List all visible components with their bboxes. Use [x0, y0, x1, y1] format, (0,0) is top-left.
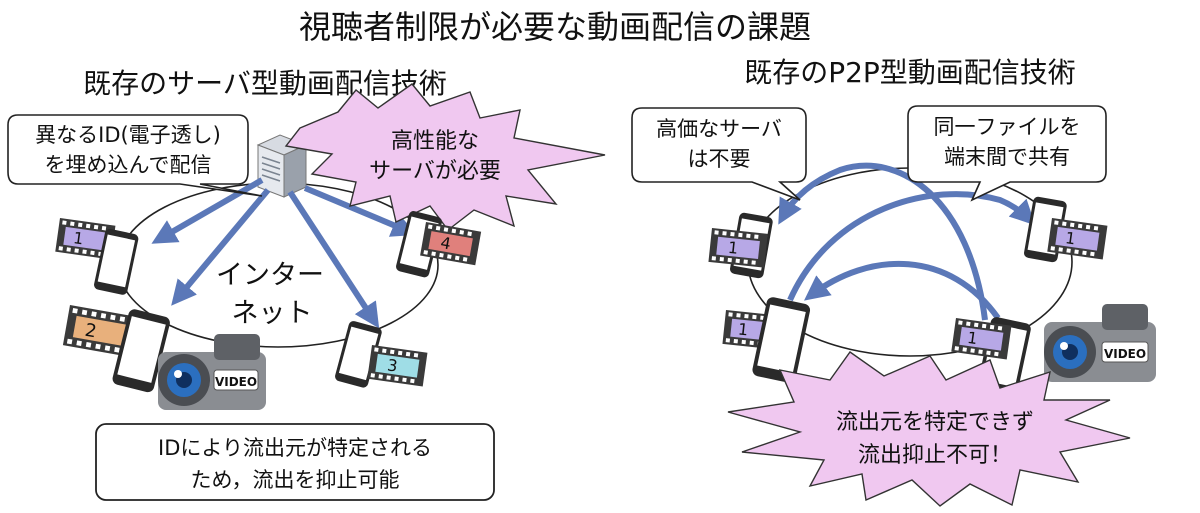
p2p-device-d: 1: [951, 316, 1032, 398]
callout-no-server-line1: 高価なサーバ: [656, 117, 782, 141]
p2p-video-camera-icon: VIDEO: [1044, 304, 1156, 382]
p2p-frame-number-c: 1: [737, 319, 749, 339]
server-arrows: [151, 177, 417, 329]
camera-label: VIDEO: [215, 375, 257, 389]
p2p-frame-number-d: 1: [966, 328, 979, 348]
frame-number-2: 2: [83, 320, 98, 343]
page-title: 視聴者制限が必要な動画配信の課題: [299, 8, 811, 46]
internet-label-line2: ネット: [232, 298, 313, 329]
p2p-frame-d: [959, 326, 1004, 351]
device-phone-2: 2: [62, 305, 172, 394]
burst-leak-line2: 流出抑止不可！: [858, 443, 1012, 468]
callout-watermark-line1: 異なるID(電子透し): [35, 123, 221, 147]
device-phone-1: 1: [55, 218, 140, 296]
callout-no-server: 高価なサーバ は不要: [631, 107, 807, 201]
callout-share-file: 同一ファイルを 端末間で共有: [907, 105, 1107, 202]
film-frame-4: [428, 231, 473, 257]
frame-number-4: 4: [439, 233, 452, 253]
p2p-frame-number-b: 1: [1064, 228, 1077, 248]
p2p-device-c: 1: [722, 296, 812, 385]
right-heading: 既存のP2P型動画配信技術: [744, 56, 1076, 89]
burst-server-required: 高性能な サーバが必要: [284, 83, 606, 231]
callout-watermark: 異なるID(電子透し) を埋め込んで配信: [7, 114, 263, 197]
leak-traceable-line2: ため，流出を抑止可能: [191, 468, 400, 492]
leak-traceable-line1: IDにより流出元が特定される: [158, 436, 432, 460]
frame-number-3: 3: [386, 355, 399, 375]
burst-server-line1: 高性能な: [391, 129, 479, 154]
video-camera-icon: VIDEO: [158, 334, 266, 410]
callout-watermark-line2: を埋め込んで配信: [45, 153, 212, 177]
frame-number-1: 1: [72, 228, 85, 248]
device-phone-4: 4: [395, 210, 482, 279]
burst-leak-untraceable: 流出元を特定できず 流出抑止不可！: [727, 351, 1131, 507]
burst-leak-line1: 流出元を特定できず: [836, 410, 1034, 435]
p2p-camera-label: VIDEO: [1104, 347, 1146, 361]
device-phone-3: 3: [333, 320, 428, 389]
server-icon: [256, 134, 308, 198]
film-frame-1: [63, 226, 108, 251]
p2p-frame-a: [716, 236, 760, 259]
p2p-arrows: [778, 162, 1036, 321]
leak-traceable-box: IDにより流出元が特定される ため，流出を抑止可能: [95, 423, 495, 501]
callout-share-line2: 端末間で共有: [944, 145, 1070, 169]
p2p-device-b: 1: [1023, 196, 1108, 263]
p2p-device-a: 1: [708, 212, 774, 279]
film-frame-2: [72, 315, 127, 346]
p2p-frame-b: [1055, 226, 1100, 251]
internet-label-line1: インター: [216, 260, 324, 291]
callout-no-server-line2: は不要: [688, 147, 751, 171]
film-frame-3: [375, 353, 420, 378]
burst-server-line2: サーバが必要: [369, 159, 501, 184]
left-heading: 既存のサーバ型動画配信技術: [83, 67, 447, 100]
p2p-frame-number-a: 1: [727, 238, 739, 258]
callout-share-line1: 同一ファイルを: [934, 115, 1081, 139]
